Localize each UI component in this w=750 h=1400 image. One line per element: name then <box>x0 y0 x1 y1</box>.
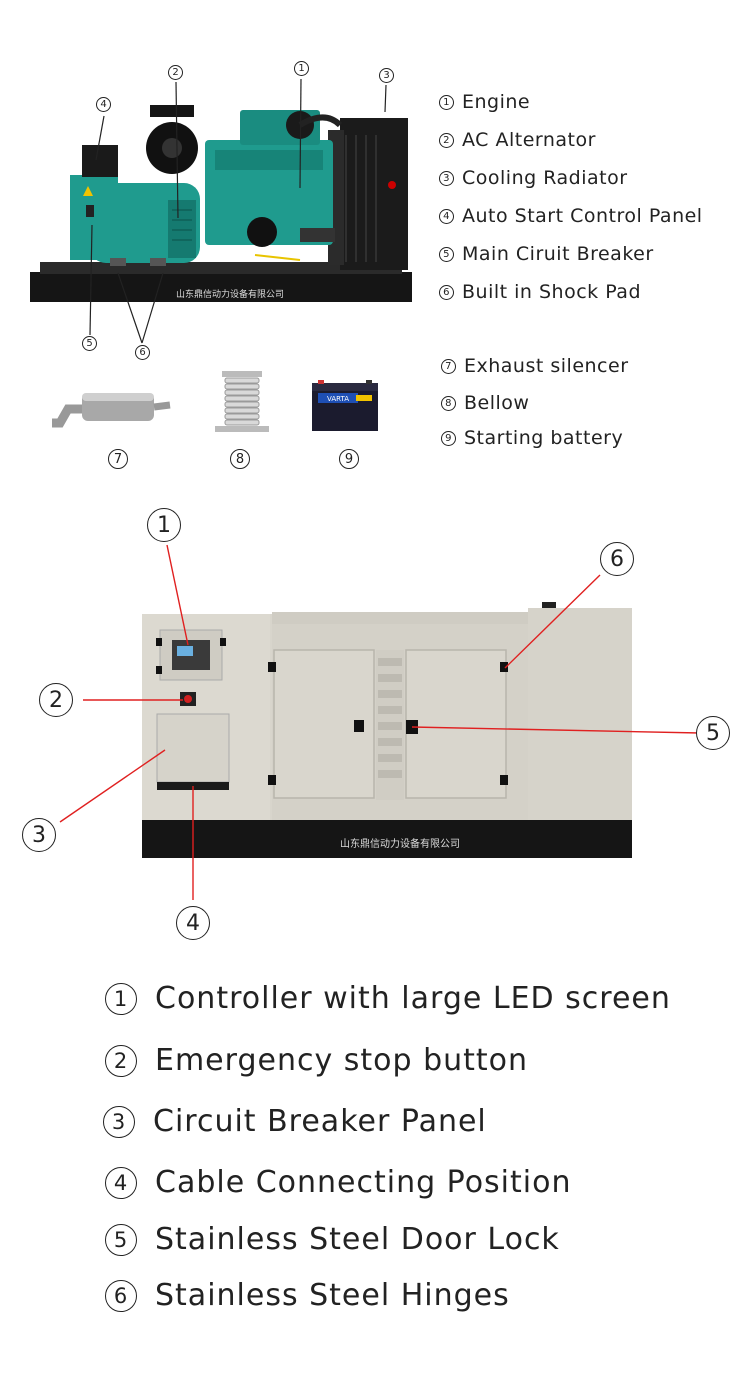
base-frame <box>30 272 412 302</box>
top-callout-6: 6 <box>135 345 150 360</box>
legend-number: 5 <box>439 246 454 262</box>
canopy-base <box>142 820 632 858</box>
legend-label: Controller with large LED screen <box>155 981 671 1016</box>
legend-label: Exhaust silencer <box>464 355 629 377</box>
canopy-callout-5: 5 <box>696 716 730 750</box>
control-box <box>70 175 118 260</box>
legend-number: 8 <box>441 395 456 411</box>
legend-label: Auto Start Control Panel <box>462 205 703 227</box>
canopy-callout-3: 3 <box>22 818 56 852</box>
radiator-body <box>340 118 408 270</box>
control-panel-screen <box>82 145 118 177</box>
legend-control-panel: 4 Auto Start Control Panel <box>439 205 703 227</box>
top-callout-1: 1 <box>294 61 309 76</box>
door-hinges <box>268 662 508 785</box>
accessories-illustration: VARTA <box>52 371 378 432</box>
legend-main-breaker: 5 Main Ciruit Breaker <box>439 243 654 265</box>
accessory-callout-8: 8 <box>230 449 250 469</box>
top-callout-2: 2 <box>168 65 183 80</box>
top-callout-5: 5 <box>82 336 97 351</box>
legend-number: 2 <box>439 132 454 148</box>
breaker-panel <box>156 713 230 783</box>
canopy-callout-6: 6 <box>600 542 634 576</box>
legend-label: Stainless Steel Hinges <box>155 1278 510 1313</box>
callout-lines <box>59 544 701 900</box>
legend-ac-alternator: 2 AC Alternator <box>439 129 596 151</box>
accessory-callout-9: 9 <box>339 449 359 469</box>
legend-number: 5 <box>105 1223 137 1256</box>
canopy-callout-4: 4 <box>176 906 210 940</box>
legend-label: Cooling Radiator <box>462 167 628 189</box>
legend-label: AC Alternator <box>462 129 596 151</box>
top-callout-4: 4 <box>96 97 111 112</box>
open-generator-illustration: 山东鼎信动力设备有限公司 <box>30 78 412 344</box>
legend-cooling-radiator: 3 Cooling Radiator <box>439 167 628 189</box>
legend-number: 9 <box>441 430 456 446</box>
legend-number: 7 <box>441 358 456 374</box>
bellow-image <box>215 371 269 432</box>
legend-engine: 1 Engine <box>439 91 530 113</box>
accessory-callout-7: 7 <box>108 449 128 469</box>
legend-label: Engine <box>462 91 531 113</box>
legend-label: Circuit Breaker Panel <box>153 1104 487 1139</box>
legend-number: 1 <box>105 982 137 1015</box>
legend-number: 4 <box>439 208 454 224</box>
exhaust-silencer-image <box>52 393 171 428</box>
legend-cable-position: 4 Cable Connecting Position <box>105 1165 571 1200</box>
legend-door-lock: 5 Stainless Steel Door Lock <box>105 1222 560 1257</box>
canopy-callout-1: 1 <box>147 508 181 542</box>
legend-emergency-stop: 2 Emergency stop button <box>105 1043 528 1078</box>
canopy-brand-text: 山东鼎信动力设备有限公司 <box>340 837 460 850</box>
legend-number: 6 <box>439 284 454 300</box>
legend-number: 3 <box>103 1105 135 1138</box>
legend-bellow: 8 Bellow <box>441 392 529 414</box>
right-door <box>405 649 507 799</box>
legend-label: Cable Connecting Position <box>155 1165 572 1200</box>
legend-controller: 1 Controller with large LED screen <box>105 981 671 1016</box>
legend-number: 6 <box>105 1279 137 1312</box>
legend-starting-battery: 9 Starting battery <box>441 427 623 449</box>
legend-number: 1 <box>439 94 454 110</box>
legend-breaker-panel: 3 Circuit Breaker Panel <box>103 1104 487 1139</box>
legend-label: Emergency stop button <box>155 1043 529 1078</box>
legend-hinges: 6 Stainless Steel Hinges <box>105 1278 510 1313</box>
legend-label: Starting battery <box>464 427 624 449</box>
canopy-generator-illustration: 山东鼎信动力设备有限公司 <box>59 544 701 900</box>
legend-shock-pad: 6 Built in Shock Pad <box>439 281 641 303</box>
legend-label: Main Ciruit Breaker <box>462 243 654 265</box>
legend-label: Bellow <box>464 392 530 414</box>
legend-label: Stainless Steel Door Lock <box>155 1222 560 1257</box>
starting-battery-image: VARTA <box>312 380 378 431</box>
legend-number: 2 <box>105 1044 137 1077</box>
canopy-callout-2: 2 <box>39 683 73 717</box>
door-lock-left <box>354 720 364 732</box>
top-callout-3: 3 <box>379 68 394 83</box>
legend-exhaust-silencer: 7 Exhaust silencer <box>441 355 629 377</box>
legend-label: Built in Shock Pad <box>462 281 642 303</box>
legend-number: 3 <box>439 170 454 186</box>
legend-number: 4 <box>105 1166 137 1199</box>
base-brand-text: 山东鼎信动力设备有限公司 <box>176 288 284 300</box>
svg-text:VARTA: VARTA <box>327 395 349 403</box>
